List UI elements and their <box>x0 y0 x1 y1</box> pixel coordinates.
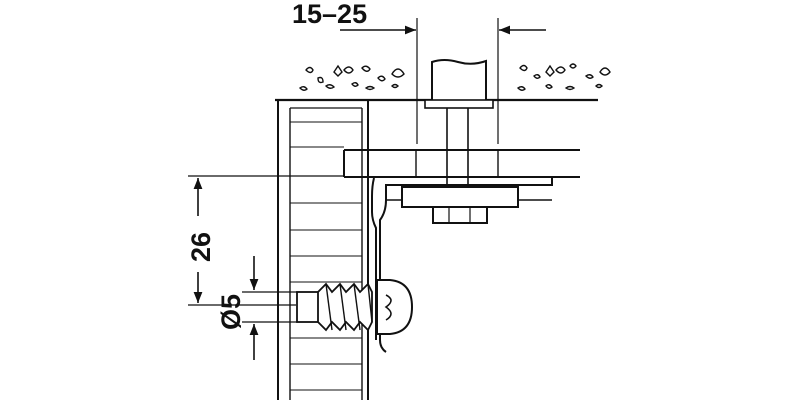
gravel-texture-left <box>298 64 405 91</box>
wood-screw <box>296 279 414 335</box>
dimension-height: 26 <box>186 175 344 306</box>
dimension-diameter: Ø5 <box>216 256 300 360</box>
dimension-height-label: 26 <box>186 232 216 262</box>
mounting-plate <box>343 149 580 178</box>
gravel-texture-right <box>516 63 611 91</box>
washer-and-nut <box>401 186 519 224</box>
dimension-width-label: 15–25 <box>292 0 367 29</box>
anchor-bolt <box>424 59 494 215</box>
side-panel <box>277 101 369 400</box>
panel-hatching <box>290 121 362 391</box>
dimension-diameter-label: Ø5 <box>216 294 246 330</box>
dimension-width: 15–25 <box>292 0 546 35</box>
extension-lines-top <box>416 18 499 144</box>
